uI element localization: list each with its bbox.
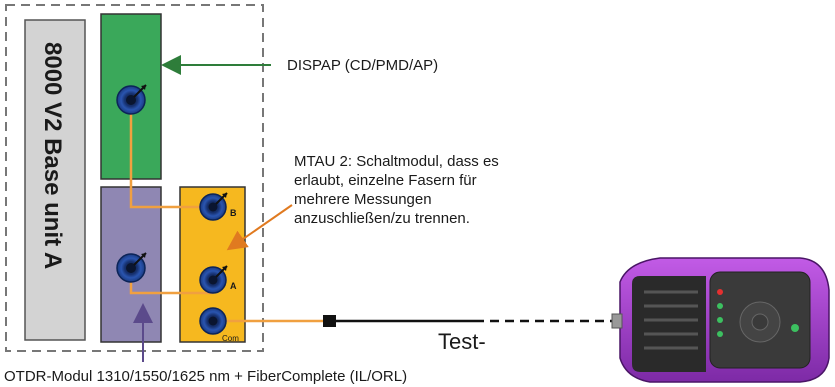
port-mtau-b: [199, 192, 228, 221]
otdr-label: OTDR-Modul 1310/1550/1625 nm + FiberComp…: [4, 368, 407, 385]
mtau-label-line-4: anzuschließen/zu trennen.: [294, 210, 470, 227]
mtau-label-line-2: erlaubt, einzelne Fasern für: [294, 172, 477, 189]
fiber-connector: [323, 315, 336, 327]
port-label-b: B: [230, 208, 237, 218]
handheld-device: [611, 257, 830, 383]
port-label-a: A: [230, 281, 237, 291]
port-mtau-com: [199, 307, 227, 335]
fiber-dispap-to-b: [129, 100, 213, 209]
base-unit-label: 8000 V2 Base unit A: [39, 42, 66, 269]
mtau-arrow: [226, 204, 293, 251]
port-mtau-a: [199, 265, 228, 294]
test-label: Test-: [438, 329, 486, 354]
port-dispap: [116, 84, 147, 115]
base-unit-panel: [24, 19, 86, 341]
port-label-com: Com: [222, 334, 239, 343]
port-otdr: [116, 252, 147, 283]
base-unit-frame: [5, 4, 264, 352]
mtau-label-line-3: mehrere Messungen: [294, 191, 432, 208]
mtau-label-line-1: MTAU 2: Schaltmodul, dass es: [294, 153, 499, 170]
dispap-label: DISPAP (CD/PMD/AP): [287, 57, 438, 74]
